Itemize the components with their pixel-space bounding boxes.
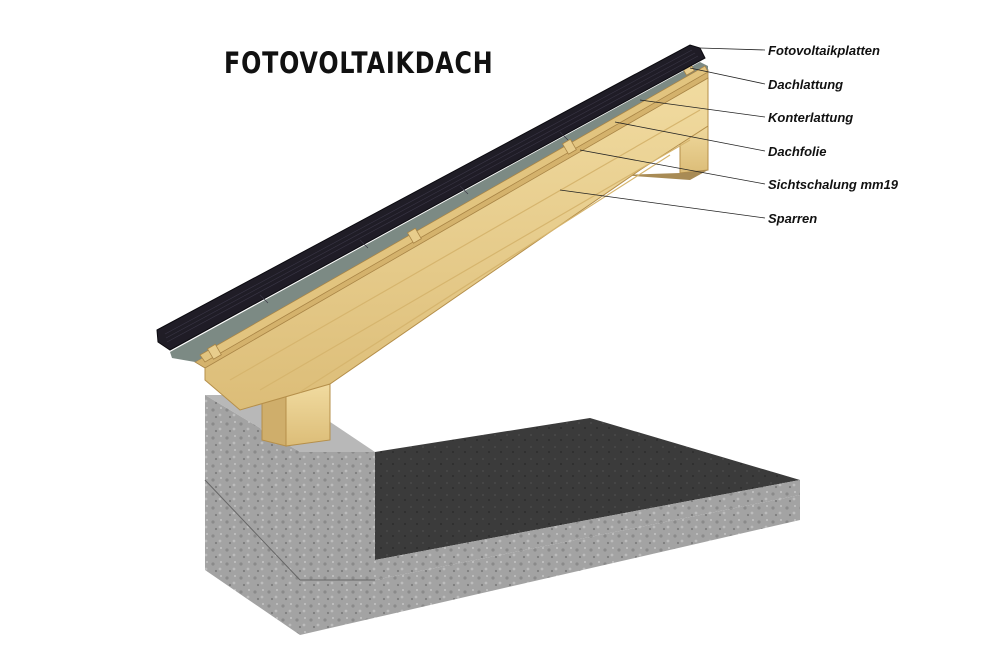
leader-fotovoltaikplatten — [699, 47, 766, 51]
leader-lines — [559, 47, 766, 219]
diagram-title: FOTOVOLTAIKDACH — [224, 46, 494, 80]
label-konterlattung: Konterlattung — [768, 110, 854, 125]
concrete-slab-front — [300, 480, 800, 580]
concrete-wall-left — [205, 395, 300, 635]
leader-sparren — [559, 189, 766, 219]
concrete-slab-top — [375, 418, 800, 560]
leader-sichtschalung — [579, 149, 766, 185]
label-dachlattung: Dachlattung — [768, 77, 844, 92]
label-sichtschalung: Sichtschalung mm19 — [768, 177, 899, 192]
rafter-grain — [229, 109, 701, 393]
dachfolie-layer — [170, 62, 708, 362]
leader-konterlattung — [639, 99, 766, 118]
concrete-slab-lower — [300, 495, 800, 635]
konterlattung-batten — [199, 65, 709, 363]
leader-dachlattung — [689, 67, 766, 85]
label-fotovoltaikplatten: Fotovoltaikplatten — [768, 43, 880, 58]
leader-dachfolie — [614, 121, 766, 152]
label-dachfolie: Dachfolie — [768, 144, 827, 159]
panel-cell-lines — [164, 49, 699, 343]
wall-joint — [204, 479, 301, 581]
concrete-wall-front — [300, 452, 375, 560]
ridge-purlin-underside — [620, 170, 708, 180]
rafter-body — [204, 77, 709, 411]
label-sparren: Sparren — [768, 211, 818, 226]
